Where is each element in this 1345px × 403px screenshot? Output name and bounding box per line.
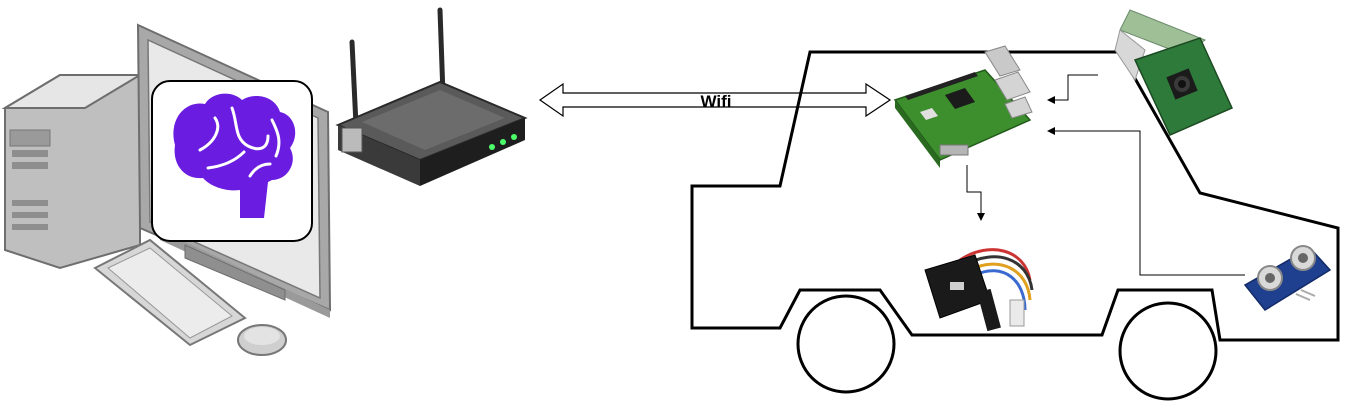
wifi-router-icon	[335, 7, 528, 186]
wifi-label: Wifi	[700, 92, 731, 111]
raspberry-pi-board-icon	[893, 45, 1033, 168]
wifi-link-arrow: Wifi	[538, 82, 892, 118]
front-wheel	[796, 294, 896, 394]
car-outline-icon	[690, 50, 1340, 401]
connector-arrows	[966, 74, 1245, 276]
camera-module-icon	[1114, 9, 1233, 136]
brain-icon	[173, 93, 296, 218]
pi-to-controller-arrow	[966, 165, 985, 221]
esc-motor-controller-icon	[924, 248, 1034, 332]
ultrasonic-sensor-icon	[1243, 245, 1332, 311]
sensor-to-pi-arrow	[1047, 127, 1245, 276]
camera-to-pi-arrow	[1047, 74, 1098, 104]
rear-wheel	[1118, 301, 1218, 401]
brain-panel	[151, 80, 313, 242]
